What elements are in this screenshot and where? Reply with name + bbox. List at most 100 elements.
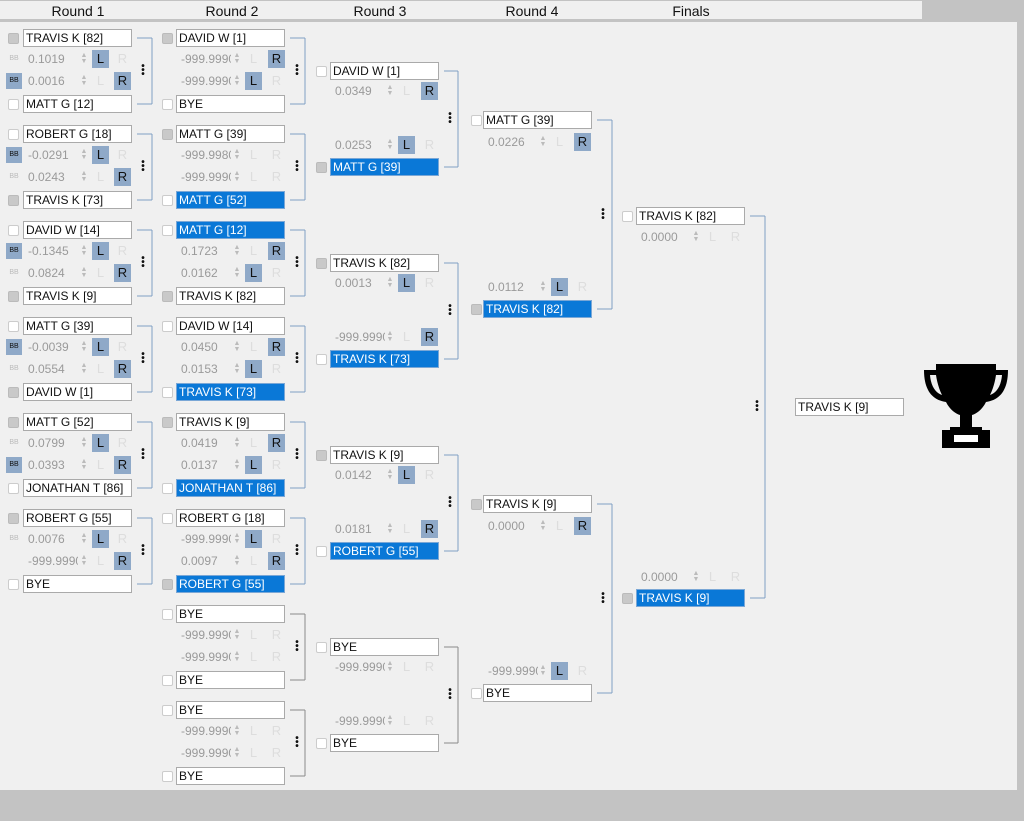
advance-checkbox[interactable] — [8, 579, 19, 590]
bracket-menu-icon[interactable]: • • • — [141, 349, 145, 368]
player-name-field[interactable]: ROBERT G [55] — [330, 542, 439, 560]
advance-checkbox[interactable] — [471, 688, 482, 699]
spinner-arrows-icon[interactable]: ▲ ▼ — [386, 522, 394, 535]
spinner-arrows-icon[interactable]: ▲ ▼ — [539, 280, 547, 293]
left-pick-button[interactable]: L — [551, 278, 568, 296]
advance-checkbox[interactable] — [162, 99, 173, 110]
spinner-arrows-icon[interactable]: ▲ ▼ — [80, 148, 88, 161]
left-pick-button[interactable]: L — [96, 457, 105, 472]
right-pick-button[interactable]: R — [268, 552, 285, 570]
spinner-arrows-icon[interactable]: ▲ ▼ — [233, 554, 241, 567]
left-pick-button[interactable]: L — [245, 360, 262, 378]
score-input[interactable]: -0.0039 — [28, 340, 69, 354]
bb-toggle-button[interactable]: BB — [6, 147, 22, 163]
bracket-menu-icon[interactable]: • • • — [448, 685, 452, 704]
score-input[interactable]: -999.9990 — [488, 664, 538, 678]
player-name-field[interactable]: ROBERT G [18] — [176, 509, 285, 527]
score-input[interactable]: -0.0291 — [28, 148, 69, 162]
advance-checkbox[interactable] — [162, 321, 173, 332]
spinner-arrows-icon[interactable]: ▲ ▼ — [80, 266, 88, 279]
player-name-field[interactable]: BYE — [176, 95, 285, 113]
left-pick-button[interactable]: L — [249, 745, 258, 760]
right-pick-button[interactable]: R — [424, 713, 435, 728]
score-input[interactable]: 0.0226 — [488, 135, 525, 149]
left-pick-button[interactable]: L — [249, 147, 258, 162]
bracket-menu-icon[interactable]: • • • — [448, 301, 452, 320]
score-input[interactable]: 0.0000 — [641, 230, 678, 244]
player-name-field[interactable]: DAVID W [1] — [176, 29, 285, 47]
advance-checkbox[interactable] — [162, 129, 173, 140]
spinner-arrows-icon[interactable]: ▲ ▼ — [386, 330, 394, 343]
player-name-field[interactable]: MATT G [12] — [23, 95, 132, 113]
spinner-arrows-icon[interactable]: ▲ ▼ — [233, 628, 241, 641]
advance-checkbox[interactable] — [162, 417, 173, 428]
advance-checkbox[interactable] — [162, 705, 173, 716]
spinner-arrows-icon[interactable]: ▲ ▼ — [386, 84, 394, 97]
score-input[interactable]: 0.0000 — [641, 570, 678, 584]
left-pick-button[interactable]: L — [249, 435, 258, 450]
advance-checkbox[interactable] — [8, 33, 19, 44]
right-pick-button[interactable]: R — [117, 339, 128, 354]
bracket-menu-icon[interactable]: • • • — [141, 157, 145, 176]
player-name-field[interactable]: MATT G [39] — [483, 111, 592, 129]
right-pick-button[interactable]: R — [577, 663, 588, 678]
bb-toggle-button[interactable]: BB — [9, 269, 19, 276]
bb-toggle-button[interactable]: BB — [9, 535, 19, 542]
score-input[interactable]: 0.0142 — [335, 468, 372, 482]
left-pick-button[interactable]: L — [249, 723, 258, 738]
player-name-field[interactable]: JONATHAN T [86] — [23, 479, 132, 497]
spinner-arrows-icon[interactable]: ▲ ▼ — [233, 74, 241, 87]
left-pick-button[interactable]: L — [708, 569, 717, 584]
score-input[interactable]: 0.0153 — [181, 362, 218, 376]
bracket-menu-icon[interactable]: • • • — [448, 109, 452, 128]
spinner-arrows-icon[interactable]: ▲ ▼ — [80, 532, 88, 545]
spinner-arrows-icon[interactable]: ▲ ▼ — [539, 135, 547, 148]
player-name-field[interactable]: TRAVIS K [9] — [330, 446, 439, 464]
right-pick-button[interactable]: R — [268, 242, 285, 260]
right-pick-button[interactable]: R — [271, 457, 282, 472]
bb-toggle-button[interactable]: BB — [6, 457, 22, 473]
left-pick-button[interactable]: L — [249, 243, 258, 258]
advance-checkbox[interactable] — [8, 513, 19, 524]
bracket-menu-icon[interactable]: • • • — [601, 588, 605, 608]
right-pick-button[interactable]: R — [114, 456, 131, 474]
spinner-arrows-icon[interactable]: ▲ ▼ — [539, 519, 547, 532]
score-input[interactable]: 0.0349 — [335, 84, 372, 98]
player-name-field[interactable]: BYE — [176, 605, 285, 623]
spinner-arrows-icon[interactable]: ▲ ▼ — [386, 660, 394, 673]
right-pick-button[interactable]: R — [117, 435, 128, 450]
left-pick-button[interactable]: L — [96, 553, 105, 568]
spinner-arrows-icon[interactable]: ▲ ▼ — [692, 570, 700, 583]
score-input[interactable]: 0.0554 — [28, 362, 65, 376]
player-name-field[interactable]: BYE — [176, 767, 285, 785]
right-pick-button[interactable]: R — [574, 133, 591, 151]
left-pick-button[interactable]: L — [245, 530, 262, 548]
score-input[interactable]: 0.0393 — [28, 458, 65, 472]
bracket-menu-icon[interactable]: • • • — [141, 253, 145, 272]
right-pick-button[interactable]: R — [421, 520, 438, 538]
player-name-field[interactable]: DAVID W [14] — [23, 221, 132, 239]
score-input[interactable]: 0.0799 — [28, 436, 65, 450]
score-input[interactable]: 0.0076 — [28, 532, 65, 546]
left-pick-button[interactable]: L — [249, 553, 258, 568]
advance-checkbox[interactable] — [8, 483, 19, 494]
left-pick-button[interactable]: L — [402, 83, 411, 98]
player-name-field[interactable]: MATT G [52] — [176, 191, 285, 209]
player-name-field[interactable]: ROBERT G [18] — [23, 125, 132, 143]
left-pick-button[interactable]: L — [92, 338, 109, 356]
spinner-arrows-icon[interactable]: ▲ ▼ — [80, 74, 88, 87]
right-pick-button[interactable]: R — [424, 467, 435, 482]
left-pick-button[interactable]: L — [402, 713, 411, 728]
player-name-field[interactable]: TRAVIS K [73] — [176, 383, 285, 401]
spinner-arrows-icon[interactable]: ▲ ▼ — [233, 724, 241, 737]
spinner-arrows-icon[interactable]: ▲ ▼ — [233, 436, 241, 449]
advance-checkbox[interactable] — [162, 513, 173, 524]
advance-checkbox[interactable] — [162, 195, 173, 206]
bb-toggle-button[interactable]: BB — [9, 55, 19, 62]
advance-checkbox[interactable] — [162, 33, 173, 44]
right-pick-button[interactable]: R — [271, 265, 282, 280]
score-input[interactable]: -999.9990 — [181, 52, 231, 66]
bracket-menu-icon[interactable]: • • • — [755, 397, 759, 416]
spinner-arrows-icon[interactable]: ▲ ▼ — [80, 52, 88, 65]
advance-checkbox[interactable] — [162, 387, 173, 398]
